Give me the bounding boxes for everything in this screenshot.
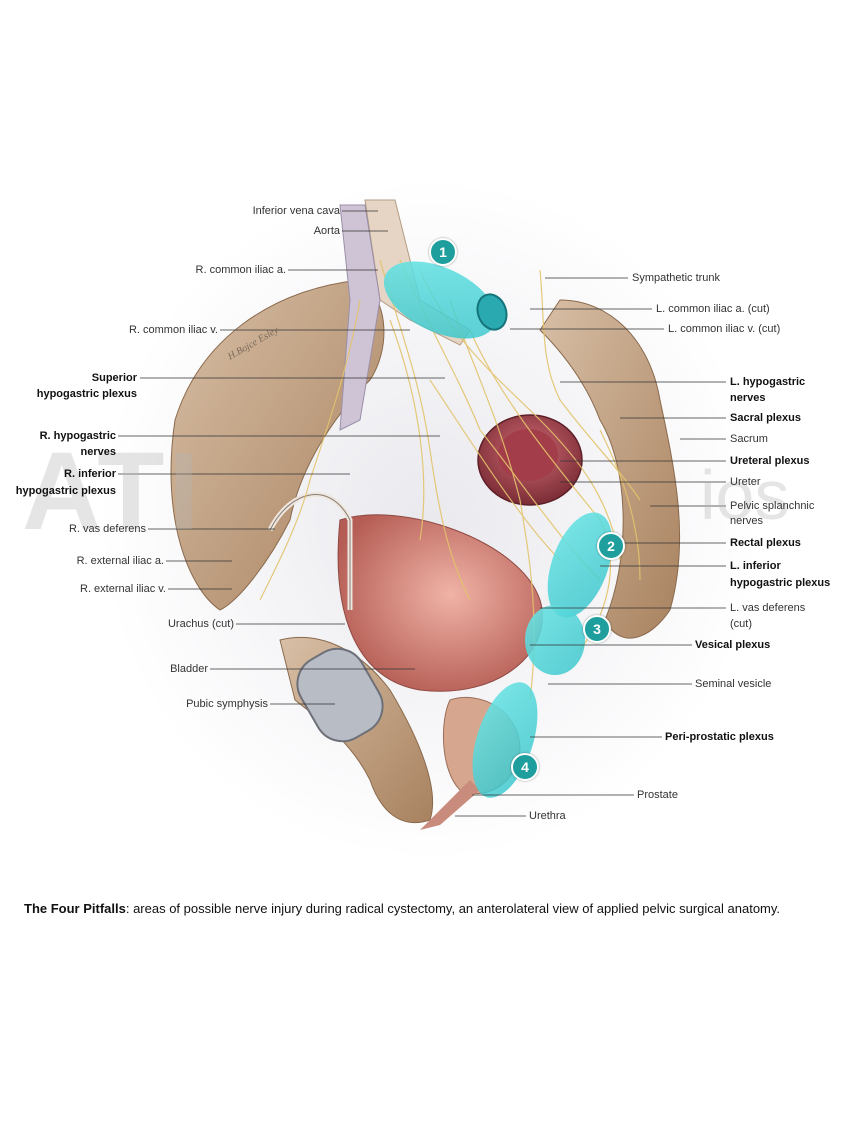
label-sacrum: Sacrum [730,433,768,445]
right-ilium [170,279,385,611]
rectum-lumen [498,429,558,481]
label-urethra: Urethra [529,810,566,822]
label-superior-hypogastric-1: Superior [91,372,137,384]
label-l-vas-deferens-2: (cut) [730,618,752,630]
vena-cava-vessel [339,204,381,431]
label-sympathetic-trunk: Sympathetic trunk [632,272,721,284]
pitfall-zone-3 [525,605,585,675]
label-urachus: Urachus (cut) [167,618,234,630]
watermark-text: ATI [22,430,204,553]
label-r-common-iliac-a: R. common iliac a. [195,264,286,276]
caption-text: : areas of possible nerve injury during … [125,901,781,916]
label-r-hypogastric-1: R. hypogastric [39,430,116,442]
label-vesical-plexus: Vesical plexus [695,639,771,651]
pelvic-anatomy-drawing: H.Bojce Esley [100,180,760,860]
vas-deferens-outline [269,494,351,610]
caption-title: The Four Pitfalls [24,901,126,916]
pitfall-marker-3: 3 [583,615,611,643]
label-ureter: Ureter [730,476,761,488]
label-aorta: Aorta [313,225,340,237]
label-bladder: Bladder [170,663,208,675]
figure-caption: The Four Pitfalls: areas of possible ner… [24,900,824,918]
label-pelvic-splanchnic-2: nerves [730,515,764,527]
watermark-text-right: ios [700,456,790,534]
pubic-symphysis-shape [296,647,384,743]
pitfall-marker-4: 4 [511,753,539,781]
pitfall-marker-2: 2 [597,532,625,560]
label-l-inferior-hypogastric-2: hypogastric plexus [730,577,831,589]
label-superior-hypogastric-2: hypogastric plexus [36,388,137,400]
label-r-external-iliac-v: R. external iliac v. [80,583,166,595]
label-ureteral-plexus: Ureteral plexus [730,455,810,467]
label-r-external-iliac-a: R. external iliac a. [76,555,164,567]
label-sacral-plexus: Sacral plexus [730,412,801,424]
label-l-vas-deferens-1: L. vas deferens [730,602,806,614]
pitfall-marker-1: 1 [429,238,457,266]
label-seminal-vesicle: Seminal vesicle [695,678,772,690]
label-r-vas-deferens: R. vas deferens [68,523,146,535]
label-r-inferior-hypogastric-1: R. inferior [64,468,116,480]
label-r-inferior-hypogastric-2: hypogastric plexus [15,485,116,497]
label-pubic-symphysis: Pubic symphysis [186,698,268,710]
label-r-common-iliac-v: R. common iliac v. [128,324,218,336]
label-prostate: Prostate [637,789,678,801]
leader-lines [118,210,726,817]
pitfall-zone-1 [383,261,497,339]
label-rectal-plexus: Rectal plexus [730,537,801,549]
urethra-shape [420,780,480,830]
label-inferior-vena-cava: Inferior vena cava [252,205,340,217]
label-l-inferior-hypogastric-1: L. inferior [730,560,781,572]
bladder-shape [337,514,543,692]
l-common-iliac-cut [476,293,508,331]
label-l-common-iliac-a: L. common iliac a. (cut) [656,303,770,315]
label-r-hypogastric-2: nerves [80,446,116,458]
label-peri-prostatic-plexus: Peri-prostatic plexus [665,731,774,743]
label-l-hypogastric-2: nerves [730,392,766,404]
label-l-hypogastric-1: L. hypogastric [730,376,806,388]
label-l-common-iliac-v: L. common iliac v. (cut) [668,323,781,335]
pitfall-zone-2 [547,512,613,618]
label-pelvic-splanchnic-1: Pelvic splanchnic [730,500,815,512]
